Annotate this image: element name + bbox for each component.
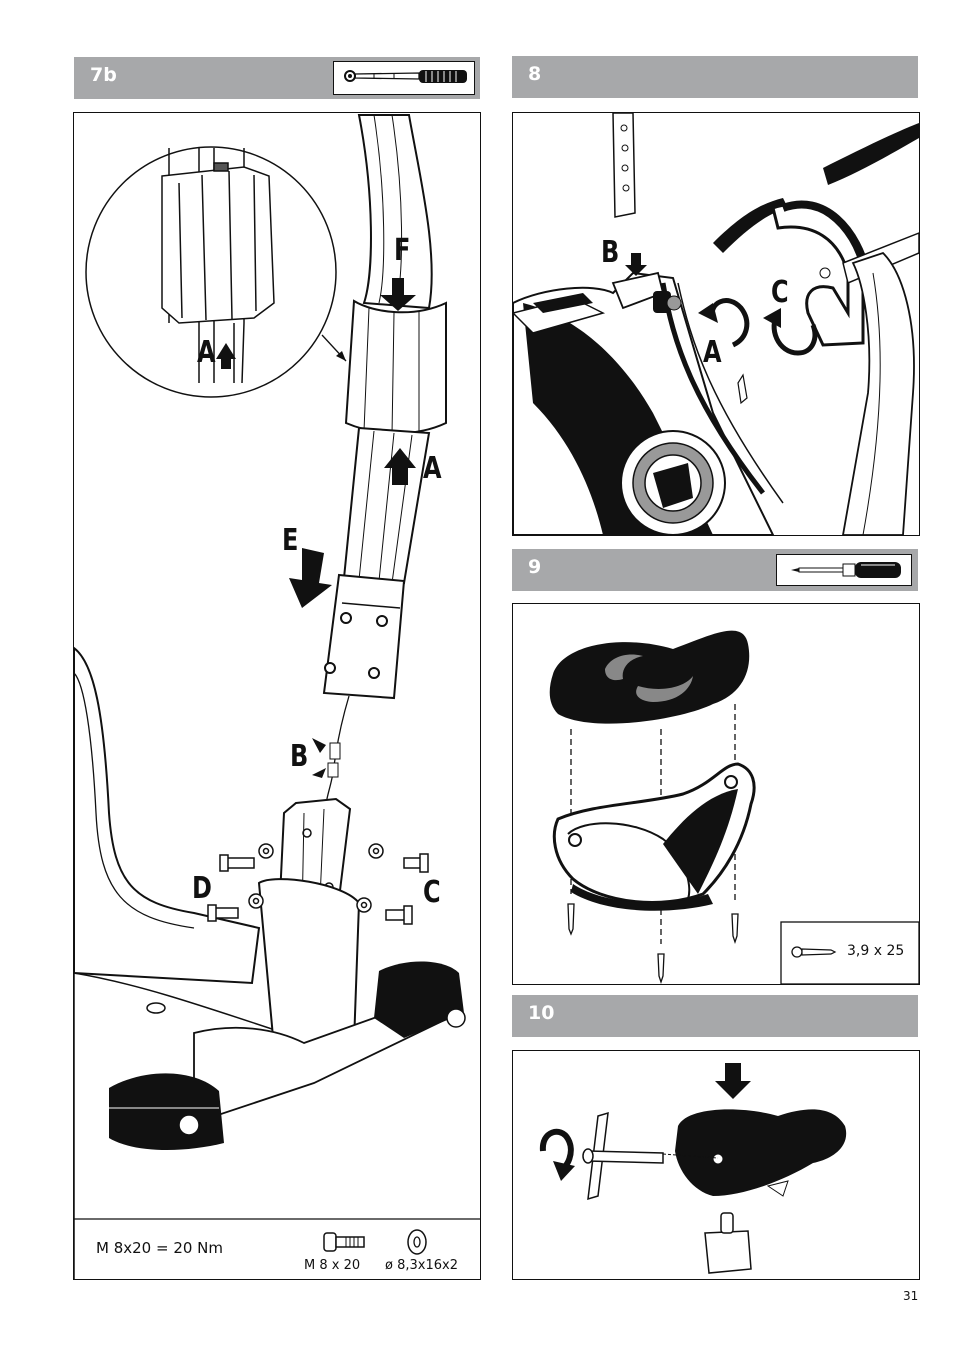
step-7b-number: 7b: [90, 64, 117, 86]
step-8-illustration: B A C: [512, 112, 920, 536]
label-7b-b: B: [290, 739, 309, 774]
screw-icon: [791, 946, 837, 958]
label-7b-c: C: [423, 875, 441, 910]
screwdriver-tool-box: [776, 554, 912, 586]
screwdriver-icon: [791, 562, 901, 578]
label-7b-e: E: [282, 523, 299, 558]
label-8-a: A: [703, 335, 722, 370]
step-7b-illustration: A F A E B D C M 8x20 = 20 Nm M 8 x 20 ø …: [73, 112, 481, 1280]
handlebar-mount-drawing: [513, 113, 919, 535]
torque-wrench-icon: [344, 70, 467, 83]
step-9-number: 9: [528, 556, 542, 578]
step-8-header: 8: [512, 56, 918, 98]
step-9-illustration: 3,9 x 25: [512, 603, 920, 985]
label-7b-a-detail: A: [197, 335, 216, 370]
step-10-illustration: [512, 1050, 920, 1280]
page-number: 31: [903, 1289, 919, 1303]
label-8-b: B: [601, 235, 620, 270]
handlebar-post-assembly-drawing: [74, 114, 480, 1279]
torque-spec: M 8x20 = 20 Nm: [96, 1239, 224, 1257]
saddle-assembly-drawing: [549, 630, 919, 984]
bolt-spec: M 8 x 20: [304, 1258, 361, 1273]
saddle-mount-drawing: [539, 1063, 847, 1274]
bolt-icon: [323, 1232, 365, 1252]
washer-spec: ø 8,3x16x2: [385, 1258, 458, 1273]
label-7b-a: A: [423, 451, 442, 486]
step-10-header: 10: [512, 995, 918, 1037]
label-7b-d: D: [192, 871, 212, 906]
label-8-c: C: [771, 275, 789, 310]
step-8-number: 8: [528, 63, 542, 85]
screw-spec: 3,9 x 25: [847, 943, 905, 959]
step-10-number: 10: [528, 1002, 555, 1024]
washer-icon: [407, 1229, 427, 1255]
torque-wrench-tool-box: [333, 61, 475, 95]
label-7b-f: F: [394, 233, 411, 268]
